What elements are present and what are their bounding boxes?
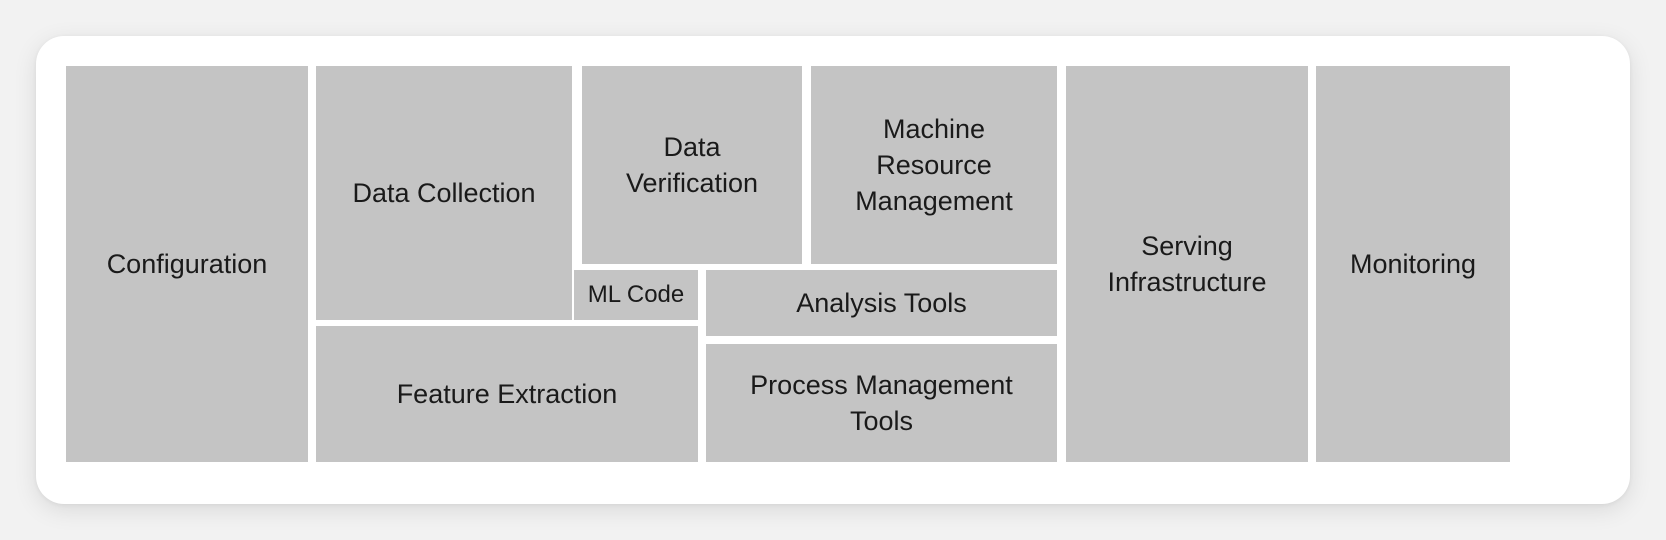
block-feature-extraction: Feature Extraction: [316, 326, 698, 462]
block-configuration-label: Configuration: [106, 249, 268, 279]
block-serving-infrastructure: Serving Infrastructure: [1066, 66, 1308, 462]
block-data-collection-label: Data Collection: [352, 178, 536, 208]
block-ml-code-label: ML Code: [587, 281, 685, 308]
block-configuration: Configuration: [66, 66, 308, 462]
block-process-management-tools-label: Process Management Tools: [750, 370, 1013, 436]
block-monitoring-label: Monitoring: [1349, 249, 1477, 279]
block-ml-code: ML Code: [574, 270, 698, 320]
block-analysis-tools: Analysis Tools: [706, 270, 1057, 336]
block-monitoring: Monitoring: [1316, 66, 1510, 462]
block-analysis-tools-label: Analysis Tools: [796, 288, 967, 318]
block-data-verification: Data Verification: [582, 66, 802, 264]
block-process-management-tools: Process Management Tools: [706, 344, 1057, 462]
block-data-verification-label: Data Verification: [625, 132, 759, 198]
block-machine-resource-management: Machine Resource Management: [811, 66, 1057, 264]
block-data-collection: Data Collection: [316, 66, 572, 320]
block-machine-resource-management-label: Machine Resource Management: [855, 114, 1013, 216]
diagram-card: Configuration Data Collection Data Verif…: [36, 36, 1630, 504]
block-feature-extraction-label: Feature Extraction: [396, 379, 618, 409]
block-serving-infrastructure-label: Serving Infrastructure: [1107, 231, 1267, 297]
